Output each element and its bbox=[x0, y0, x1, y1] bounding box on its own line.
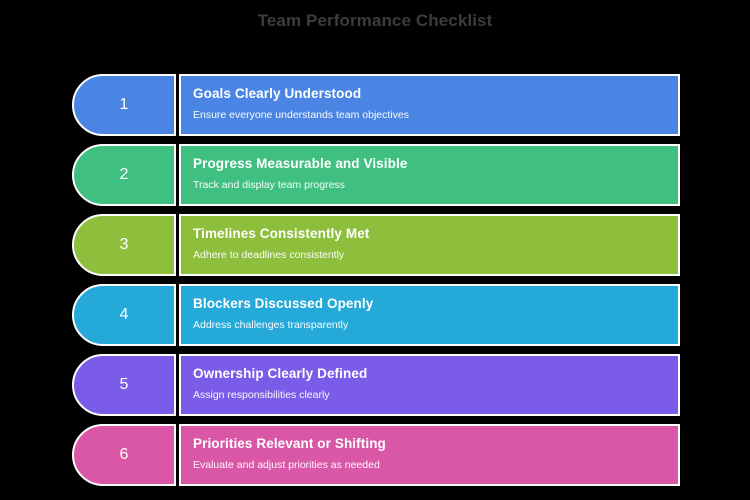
checklist-item[interactable]: 3 Timelines Consistently Met Adhere to d… bbox=[72, 214, 680, 276]
item-number-cap: 1 bbox=[72, 74, 176, 136]
item-title: Blockers Discussed Openly bbox=[193, 296, 374, 311]
item-number: 2 bbox=[119, 166, 129, 183]
item-title: Goals Clearly Understood bbox=[193, 86, 362, 101]
item-subtitle: Address challenges transparently bbox=[193, 318, 349, 331]
item-number-cap: 2 bbox=[72, 144, 176, 206]
item-number-cap: 5 bbox=[72, 354, 176, 416]
cap-panel-divider bbox=[176, 74, 179, 136]
item-panel: Blockers Discussed Openly Address challe… bbox=[179, 284, 680, 346]
item-panel: Progress Measurable and Visible Track an… bbox=[179, 144, 680, 206]
item-number-cap: 4 bbox=[72, 284, 176, 346]
item-number: 3 bbox=[119, 236, 129, 253]
cap-panel-divider bbox=[176, 354, 179, 416]
item-subtitle: Track and display team progress bbox=[193, 178, 345, 191]
checklist-item[interactable]: 1 Goals Clearly Understood Ensure everyo… bbox=[72, 74, 680, 136]
item-title: Progress Measurable and Visible bbox=[193, 156, 408, 171]
item-panel: Goals Clearly Understood Ensure everyone… bbox=[179, 74, 680, 136]
checklist-item[interactable]: 4 Blockers Discussed Openly Address chal… bbox=[72, 284, 680, 346]
checklist-item[interactable]: 6 Priorities Relevant or Shifting Evalua… bbox=[72, 424, 680, 486]
item-number: 4 bbox=[119, 306, 129, 323]
cap-panel-divider bbox=[176, 424, 179, 486]
item-panel: Timelines Consistently Met Adhere to dea… bbox=[179, 214, 680, 276]
item-subtitle: Ensure everyone understands team objecti… bbox=[193, 108, 409, 121]
item-title: Ownership Clearly Defined bbox=[193, 366, 368, 381]
item-panel: Priorities Relevant or Shifting Evaluate… bbox=[179, 424, 680, 486]
item-subtitle: Evaluate and adjust priorities as needed bbox=[193, 458, 380, 471]
checklist-item[interactable]: 5 Ownership Clearly Defined Assign respo… bbox=[72, 354, 680, 416]
item-subtitle: Adhere to deadlines consistently bbox=[193, 248, 345, 261]
item-number-cap: 6 bbox=[72, 424, 176, 486]
item-number: 5 bbox=[119, 376, 129, 393]
cap-panel-divider bbox=[176, 214, 179, 276]
page-title: Team Performance Checklist bbox=[257, 11, 493, 30]
item-title: Timelines Consistently Met bbox=[193, 226, 370, 241]
item-panel: Ownership Clearly Defined Assign respons… bbox=[179, 354, 680, 416]
item-number: 1 bbox=[119, 96, 129, 113]
item-number: 6 bbox=[119, 446, 129, 463]
cap-panel-divider bbox=[176, 284, 179, 346]
checklist: 1 Goals Clearly Understood Ensure everyo… bbox=[72, 74, 680, 486]
checklist-item[interactable]: 2 Progress Measurable and Visible Track … bbox=[72, 144, 680, 206]
cap-panel-divider bbox=[176, 144, 179, 206]
item-number-cap: 3 bbox=[72, 214, 176, 276]
item-subtitle: Assign responsibilities clearly bbox=[193, 388, 330, 401]
item-title: Priorities Relevant or Shifting bbox=[193, 436, 386, 451]
